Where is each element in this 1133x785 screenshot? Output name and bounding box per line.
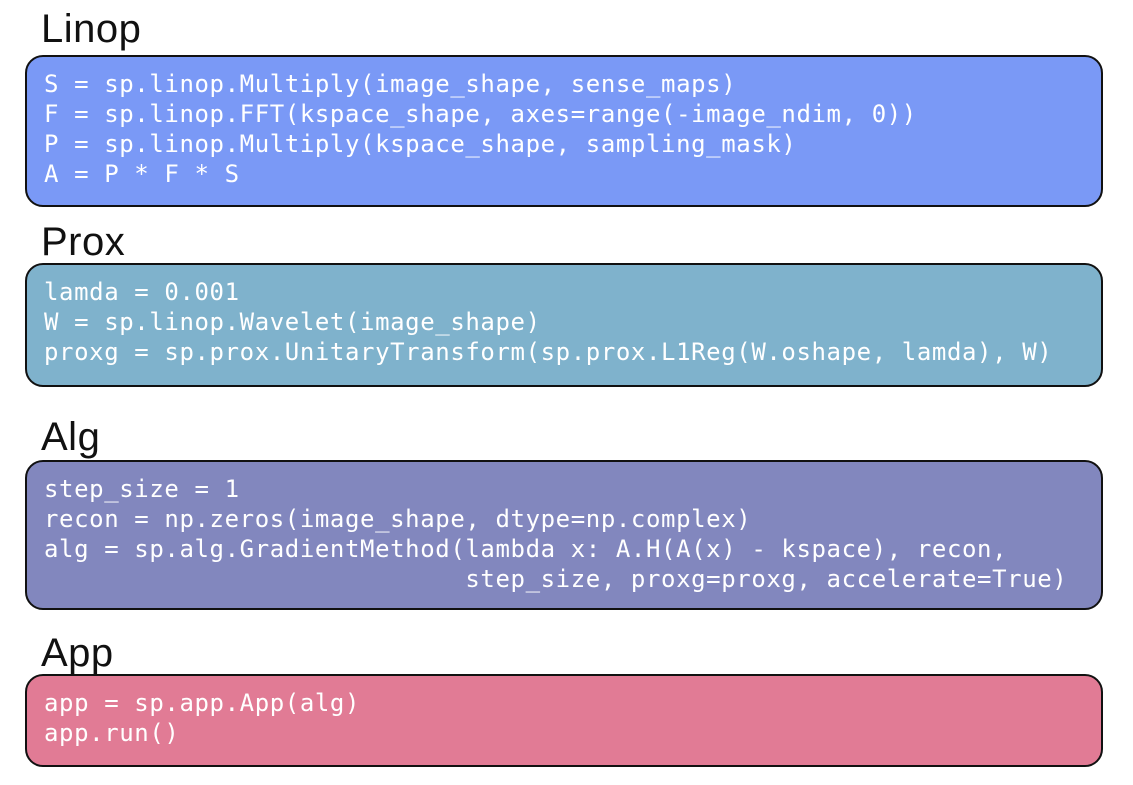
section-title-prox: Prox — [41, 220, 126, 264]
code-line: P = sp.linop.Multiply(kspace_shape, samp… — [44, 130, 797, 158]
alg-code-box: step_size = 1 recon = np.zeros(image_sha… — [25, 460, 1103, 610]
code-line: step_size = 1 — [44, 475, 240, 503]
code-line: F = sp.linop.FFT(kspace_shape, axes=rang… — [44, 100, 917, 128]
code-line: app.run() — [44, 719, 180, 747]
app-code-box: app = sp.app.App(alg) app.run() — [25, 674, 1103, 767]
code-line: recon = np.zeros(image_shape, dtype=np.c… — [44, 505, 752, 533]
linop-code-box: S = sp.linop.Multiply(image_shape, sense… — [25, 55, 1103, 207]
code-line: lamda = 0.001 — [44, 278, 240, 306]
section-title-linop: Linop — [41, 7, 142, 51]
section-title-app: App — [41, 631, 114, 675]
code-line: S = sp.linop.Multiply(image_shape, sense… — [44, 70, 737, 98]
prox-code-box: lamda = 0.001 W = sp.linop.Wavelet(image… — [25, 263, 1103, 387]
code-line: step_size, proxg=proxg, accelerate=True) — [44, 565, 1068, 593]
code-line: W = sp.linop.Wavelet(image_shape) — [44, 308, 541, 336]
code-line: proxg = sp.prox.UnitaryTransform(sp.prox… — [44, 338, 1053, 366]
code-line: alg = sp.alg.GradientMethod(lambda x: A.… — [44, 535, 1008, 563]
code-line: A = P * F * S — [44, 160, 240, 188]
section-title-alg: Alg — [41, 415, 101, 459]
code-line: app = sp.app.App(alg) — [44, 689, 361, 717]
